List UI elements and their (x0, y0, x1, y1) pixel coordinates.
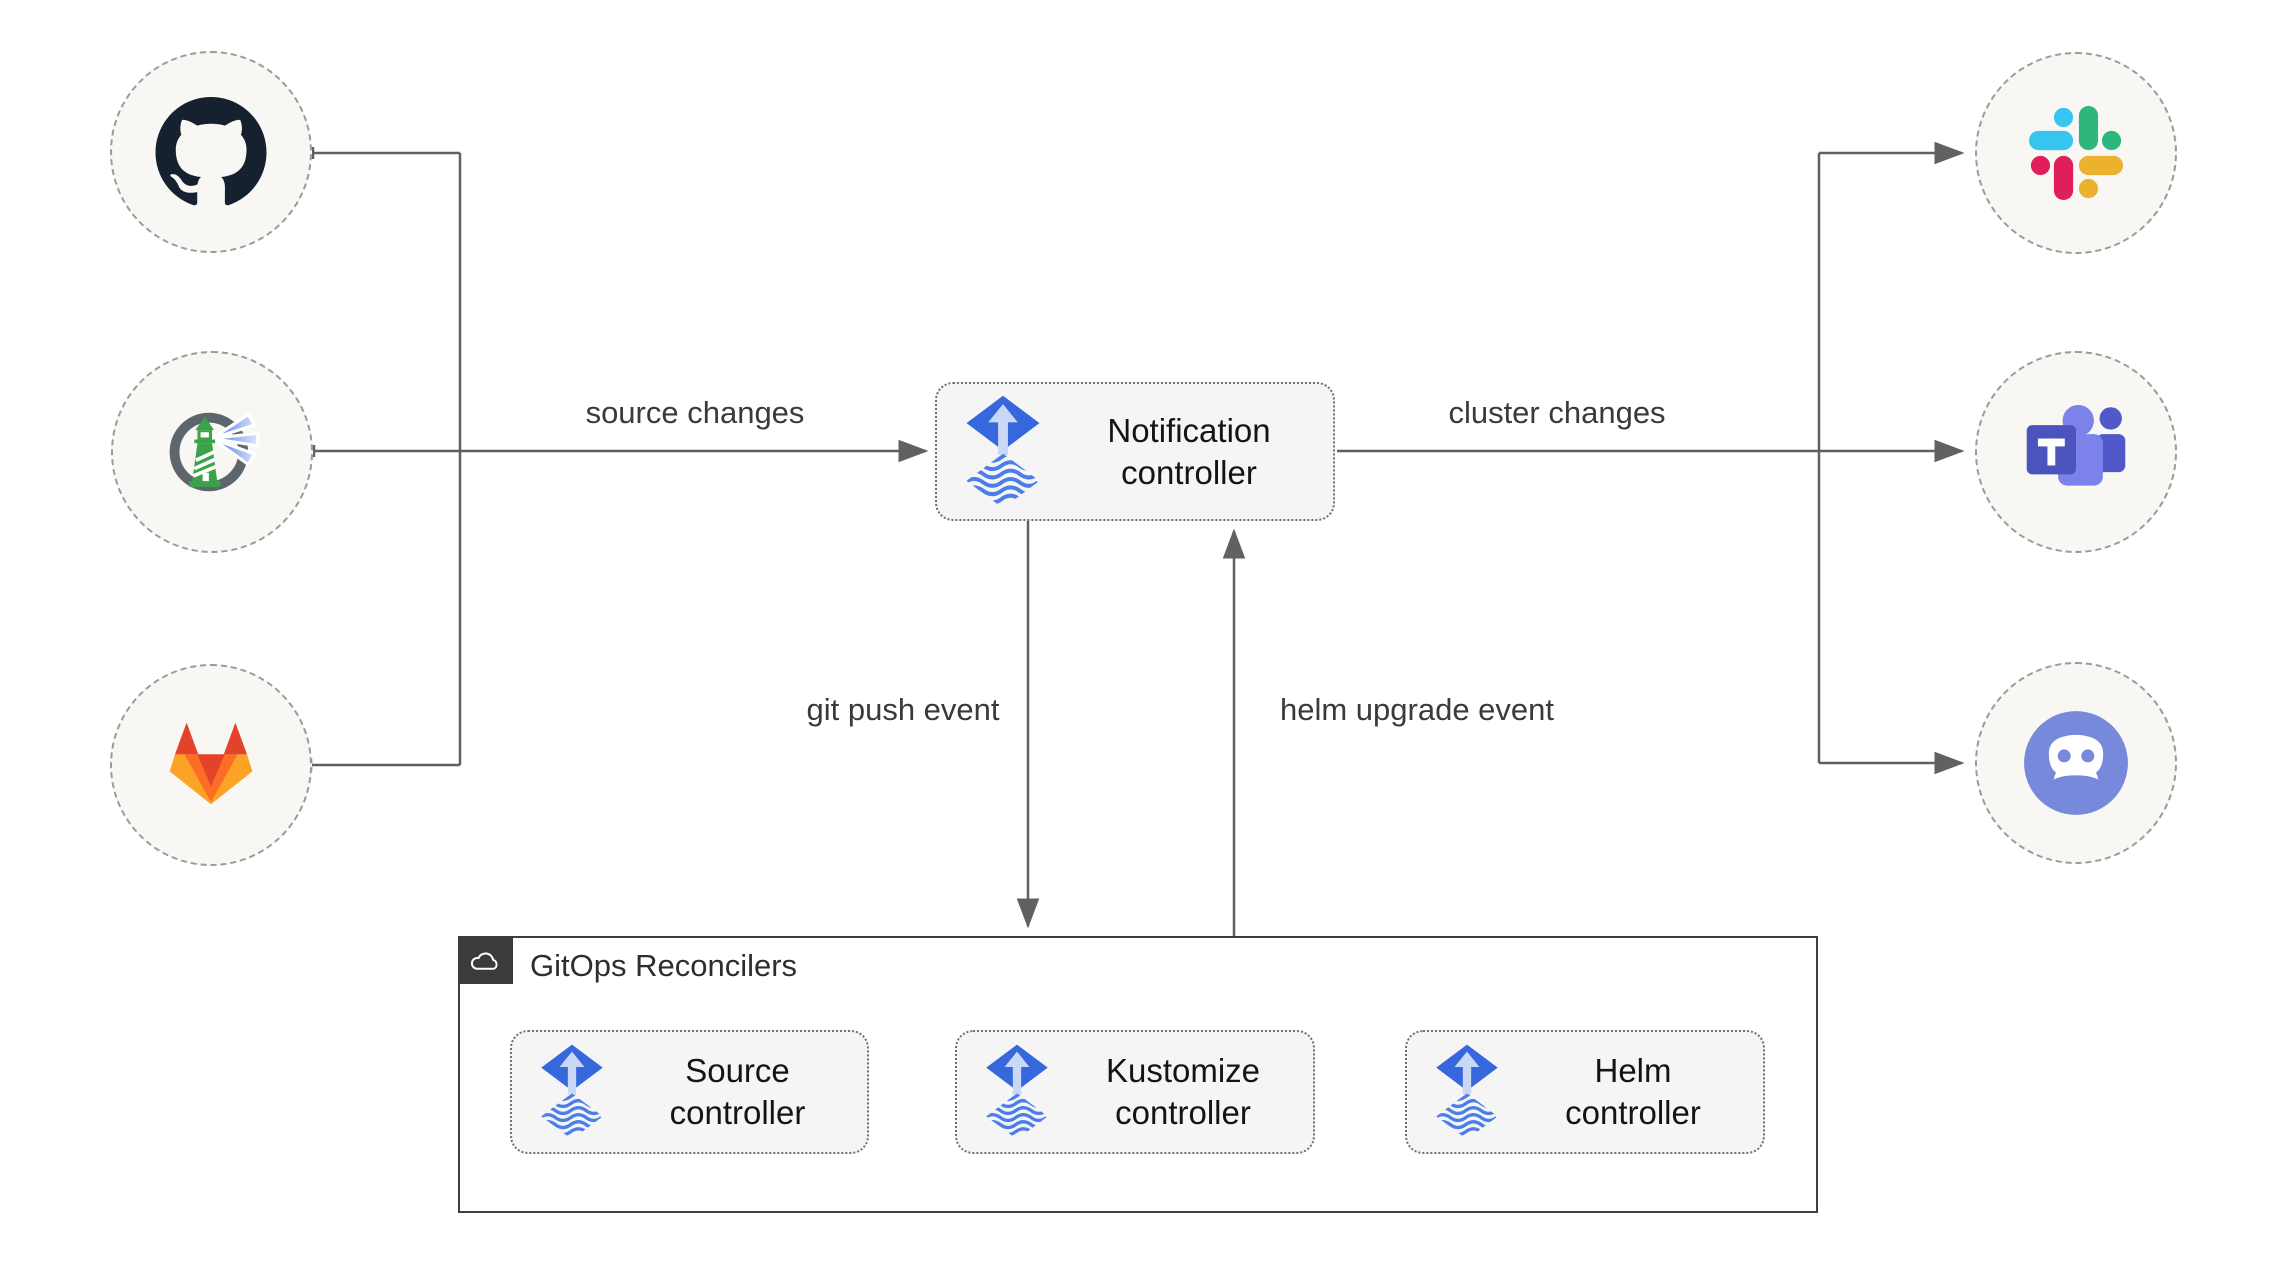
slack-icon (2028, 105, 2124, 201)
source-controller-label: Source controller (669, 1052, 806, 1131)
node-helm-controller: Helm controller (1405, 1030, 1765, 1154)
edge-label-cluster-changes: cluster changes (1448, 395, 1666, 430)
edge-label-helm-upgrade-event: helm upgrade event (1279, 692, 1555, 727)
target-node-teams (1975, 351, 2177, 553)
discord-icon (2024, 711, 2128, 815)
source-node-harbor (111, 351, 313, 553)
source-node-gitlab (110, 664, 312, 866)
kustomize-controller-label: Kustomize controller (1105, 1052, 1261, 1131)
edge-label-source-changes: source changes (585, 395, 805, 430)
flux-icon (540, 1044, 604, 1140)
flux-icon (985, 1044, 1049, 1140)
helm-controller-label: Helm controller (1565, 1052, 1701, 1131)
teams-icon (2026, 404, 2126, 486)
flux-icon (1435, 1044, 1499, 1140)
target-node-slack (1975, 52, 2177, 254)
node-notification-controller: Notification controller (935, 382, 1335, 521)
group-gitops-reconcilers: GitOps Reconcilers Source controller Kus… (458, 936, 1818, 1213)
cloud-icon (470, 952, 498, 970)
github-icon (155, 96, 267, 205)
edge-label-git-push-event: git push event (806, 692, 1000, 727)
flux-icon (965, 395, 1041, 509)
notification-controller-label: Notification controller (1107, 411, 1271, 491)
harbor-icon (169, 412, 260, 492)
group-badge (458, 936, 513, 984)
gitlab-icon (169, 722, 253, 805)
group-title: GitOps Reconcilers (530, 948, 798, 983)
source-node-github (110, 51, 312, 253)
target-node-discord (1975, 662, 2177, 864)
node-source-controller: Source controller (510, 1030, 869, 1154)
node-kustomize-controller: Kustomize controller (955, 1030, 1315, 1154)
